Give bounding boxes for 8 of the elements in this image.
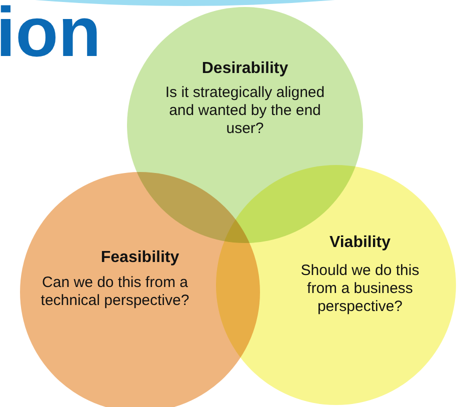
circle-description: Should we do this from a business perspective?	[300, 262, 420, 316]
circle-title: Desirability	[200, 60, 290, 78]
title-fragment: ion	[0, 0, 101, 72]
circle-title: Viability	[328, 234, 392, 252]
venn-circle	[216, 165, 456, 405]
circle-title: Feasibility	[100, 249, 180, 267]
circle-description: Can we do this from a technical perspective?	[40, 274, 190, 310]
circle-description: Is it strategically aligned and wanted by the end user?	[165, 84, 325, 138]
